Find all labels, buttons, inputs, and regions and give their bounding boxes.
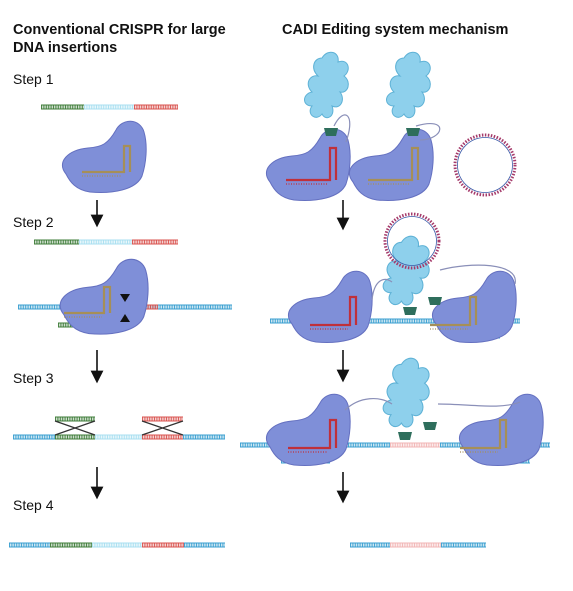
genome-dna-step4: [9, 542, 225, 548]
dna-segment: [441, 542, 486, 548]
step-1-label: Step 1: [13, 71, 54, 87]
crossover-left: [54, 420, 96, 436]
left-title-line1: Conventional CRISPR for large: [13, 22, 226, 38]
dna-segment: [55, 434, 95, 440]
recombinase-middle: [382, 235, 430, 306]
anchor-lower-right: [423, 422, 437, 430]
crossover-right: [141, 420, 184, 436]
guide-rna-lower-left: [288, 418, 338, 453]
recombinase-lower: [382, 357, 430, 428]
guide-rna-top-right: [368, 146, 420, 185]
genome-dna-step3: [13, 434, 225, 440]
cas9-top-left: [265, 128, 351, 201]
dna-segment: [92, 542, 142, 548]
left-panel-title: Conventional CRISPR for large DNA insert…: [13, 21, 226, 57]
dna-segment: [350, 542, 390, 548]
donor-plasmid-top: [453, 133, 517, 197]
cas-body: [265, 128, 351, 201]
left-title-line2: DNA insertions: [13, 40, 118, 56]
donor-top-right-step3: [142, 416, 183, 422]
anchor-top-right: [406, 128, 420, 136]
guide-rna-step2: [64, 285, 112, 318]
linker-middle-right: [439, 264, 516, 285]
donor-dna-step1: [41, 104, 178, 110]
donor-plasmid-middle: [383, 212, 441, 270]
misc-elements: [54, 114, 521, 436]
guide-rna-middle-left: [310, 295, 358, 330]
step-2-label: Step 2: [13, 214, 54, 230]
dna-segment: [84, 104, 134, 110]
flow-arrows: [90, 200, 350, 504]
recombinase-top-left: [304, 51, 349, 119]
dna-segment: [50, 542, 92, 548]
guide-rna-middle-right: [430, 295, 478, 330]
dna-segment: [9, 542, 50, 548]
genome-dna-right-final: [350, 542, 486, 548]
anchor-middle-right: [428, 297, 442, 305]
dna-segment: [390, 442, 440, 448]
right-panel-title: CADI Editing system mechanism: [282, 22, 509, 38]
cas-proteins: [59, 120, 544, 466]
anchor-top-left: [324, 128, 338, 136]
dna-segment: [13, 434, 55, 440]
dna-segment: [134, 104, 178, 110]
cas-body: [265, 393, 351, 466]
dna-segment: [34, 239, 79, 245]
dna-segment: [142, 434, 183, 440]
recombinase-body: [382, 357, 430, 428]
dna-segment: [142, 416, 183, 422]
guide-rna-top-left: [286, 146, 338, 185]
recombinase-body: [386, 51, 431, 119]
linker-top-right: [415, 123, 441, 141]
donor-top-left-step3: [55, 416, 95, 422]
recombinases: [304, 51, 442, 440]
dna-segment: [41, 104, 84, 110]
dna-segment: [183, 434, 225, 440]
dna-segment: [184, 542, 225, 548]
dna-segment: [142, 542, 184, 548]
recombinase-body: [304, 51, 349, 119]
step-3-label: Step 3: [13, 370, 54, 386]
cas-body: [431, 270, 517, 343]
linker-lower-right: [437, 401, 521, 407]
dna-segment: [390, 542, 441, 548]
recombinase-top-right: [386, 51, 431, 119]
guide-rna-step1: [82, 144, 132, 177]
cas-body: [61, 120, 147, 193]
anchor-middle-left: [403, 307, 417, 315]
linker-lower-left: [344, 398, 393, 411]
cut-marker-bottom: [120, 314, 130, 322]
recombinase-body: [382, 235, 430, 306]
guide-rna-lower-right: [460, 418, 508, 453]
linker-top-left: [333, 114, 351, 143]
anchor-lower-left: [398, 432, 412, 440]
step-4-label: Step 4: [13, 497, 54, 513]
cas9-middle-left: [287, 270, 373, 343]
linker-middle-left: [371, 278, 393, 301]
donor-dna-step2: [34, 239, 178, 245]
cas9-lower-left: [265, 393, 351, 466]
cut-marker-top: [120, 294, 130, 302]
dna-segment: [79, 239, 132, 245]
cas9-middle-right: [431, 270, 517, 343]
dna-segment: [132, 239, 178, 245]
dna-segment: [95, 434, 142, 440]
dna-segment: [55, 416, 95, 422]
cas9-step1: [61, 120, 147, 193]
cas-body: [287, 270, 373, 343]
